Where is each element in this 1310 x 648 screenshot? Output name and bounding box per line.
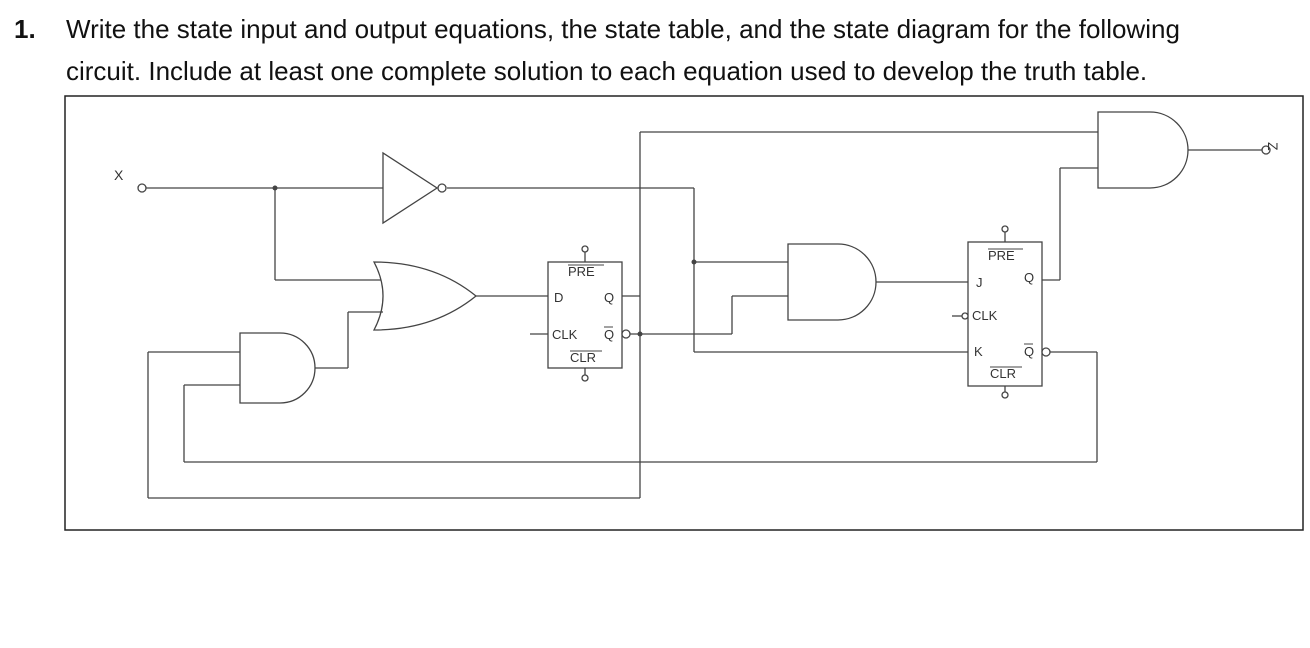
question-text-line-1: Write the state input and output equatio… xyxy=(66,14,1180,44)
question-number: 1. xyxy=(14,14,36,44)
junction-xbar xyxy=(691,259,697,265)
dff-q-label: Q xyxy=(604,290,614,305)
or-gate xyxy=(372,261,478,331)
question-text-line-2: circuit. Include at least one complete s… xyxy=(66,56,1148,86)
dff-clr-bubble xyxy=(581,374,589,382)
dff-d-label: D xyxy=(554,290,563,305)
input-x-label: X xyxy=(114,167,124,183)
jkff-j-label: J xyxy=(976,275,983,290)
junction-x xyxy=(272,185,278,191)
jk-pre-bubble xyxy=(1001,225,1009,233)
output-z-label: Z xyxy=(1265,142,1281,151)
jkff-k-label: K xyxy=(974,344,983,359)
jk-flipflop xyxy=(967,241,1043,387)
junction-dq xyxy=(637,331,643,337)
not-gate-bubble xyxy=(437,183,447,193)
dff-qbar-label: Q xyxy=(604,327,614,342)
and-gate-2 xyxy=(787,243,877,321)
not-gate xyxy=(382,151,439,225)
jk-qbar-bubble xyxy=(1041,347,1051,357)
dff-clr-label: CLR xyxy=(570,350,596,365)
jkff-clk-label: CLK xyxy=(972,308,998,323)
input-x-terminal xyxy=(137,183,147,193)
jkff-qbar-label: Q xyxy=(1024,344,1034,359)
jkff-q-label: Q xyxy=(1024,270,1034,285)
dff-clk-label: CLK xyxy=(552,327,578,342)
and-gate-3 xyxy=(1097,111,1189,189)
jkff-pre-label: PRE xyxy=(988,248,1015,263)
diagram-frame xyxy=(64,95,1304,531)
jk-clk-bubble xyxy=(961,312,969,320)
jkff-clr-label: CLR xyxy=(990,366,1016,381)
jk-clr-bubble xyxy=(1001,391,1009,399)
dff-qbar-bubble xyxy=(621,329,631,339)
d-flipflop xyxy=(547,261,623,369)
output-z-terminal xyxy=(1261,145,1271,155)
dff-pre-label: PRE xyxy=(568,264,595,279)
and-gate-1 xyxy=(239,332,316,404)
dff-pre-bubble xyxy=(581,245,589,253)
